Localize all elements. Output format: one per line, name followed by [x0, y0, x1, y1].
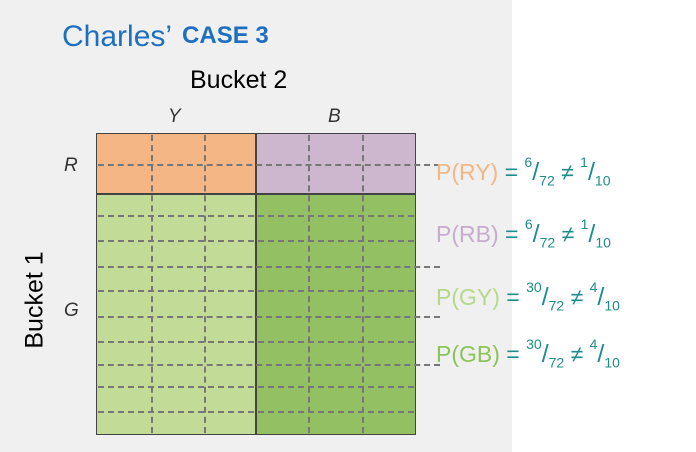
equation-gb-den2: 10: [604, 354, 620, 371]
column-label-b: B: [328, 106, 341, 127]
title: Charles’ CASE 3: [62, 20, 269, 54]
equation-gb-num: 30: [526, 336, 542, 353]
title-name: Charles’: [62, 20, 173, 53]
cell-ry: [96, 133, 256, 194]
equation-rb-den: 72: [539, 234, 556, 251]
equation-gy-label: P(GY): [436, 284, 500, 310]
equation-gb-den: 72: [548, 354, 565, 371]
equation-gy-den2: 10: [604, 297, 620, 314]
grid-dash-horizontal: [98, 240, 414, 242]
probability-grid: [96, 133, 440, 435]
grid-dash-horizontal: [98, 215, 414, 217]
equation-gb-neq: ≠: [570, 341, 584, 367]
equation-gy: P(GY) = 30/72 ≠ 4/10: [436, 279, 620, 314]
grid-dash-vertical: [308, 135, 310, 433]
equation-ry-num: 6: [524, 154, 533, 171]
equation-ry: P(RY) = 6/72 ≠ 1/10: [436, 154, 611, 189]
grid-dash-vertical: [362, 135, 364, 433]
cell-gb: [256, 194, 416, 435]
equation-gy-eq: =: [506, 284, 520, 310]
equation-ry-den: 72: [539, 172, 555, 189]
equation-gy-den: 72: [548, 297, 565, 314]
grid-dash-horizontal: [98, 411, 414, 413]
equation-rb-num2: 1: [580, 216, 589, 233]
equation-rb-num: 6: [524, 216, 533, 233]
grid-dash-horizontal: [98, 266, 440, 268]
equation-rb-den2: 10: [595, 234, 611, 251]
equation-ry-neq: ≠: [561, 159, 574, 185]
equation-ry-label: P(RY): [436, 159, 499, 185]
equation-gy-num: 30: [526, 279, 542, 296]
bucket2-label: Bucket 2: [190, 66, 288, 94]
equation-rb: P(RB) = 6/72 ≠ 1/10: [436, 216, 611, 251]
cell-gy: [96, 194, 256, 435]
equation-gy-neq: ≠: [570, 284, 584, 310]
equation-gb-eq: =: [506, 341, 520, 367]
row-label-g: G: [64, 300, 79, 321]
equation-ry-num2: 1: [580, 154, 588, 171]
grid-dash-horizontal: [98, 341, 414, 343]
grid-dash-horizontal: [98, 316, 440, 318]
column-label-y: Y: [168, 106, 181, 127]
grid-dash-horizontal: [98, 364, 440, 366]
equation-rb-neq: ≠: [561, 221, 575, 247]
grid-dash-vertical: [151, 135, 153, 433]
grid-dash-horizontal: [98, 164, 440, 166]
equation-gy-num2: 4: [589, 279, 598, 296]
equation-gb-num2: 4: [589, 336, 598, 353]
equation-gb-label: P(GB): [436, 341, 500, 367]
equation-ry-eq: =: [504, 159, 519, 185]
cell-rb: [256, 133, 416, 194]
equation-rb-label: P(RB): [436, 221, 499, 247]
title-case: CASE 3: [182, 22, 269, 49]
row-label-r: R: [64, 155, 78, 176]
grid-dash-horizontal: [98, 386, 414, 388]
grid-dash-vertical: [204, 135, 206, 433]
bucket1-label: Bucket 1: [20, 251, 49, 349]
equation-gb: P(GB) = 30/72 ≠ 4/10: [436, 336, 620, 371]
equation-rb-eq: =: [505, 221, 519, 247]
grid-dash-horizontal: [98, 290, 414, 292]
equation-ry-den2: 10: [594, 172, 611, 189]
